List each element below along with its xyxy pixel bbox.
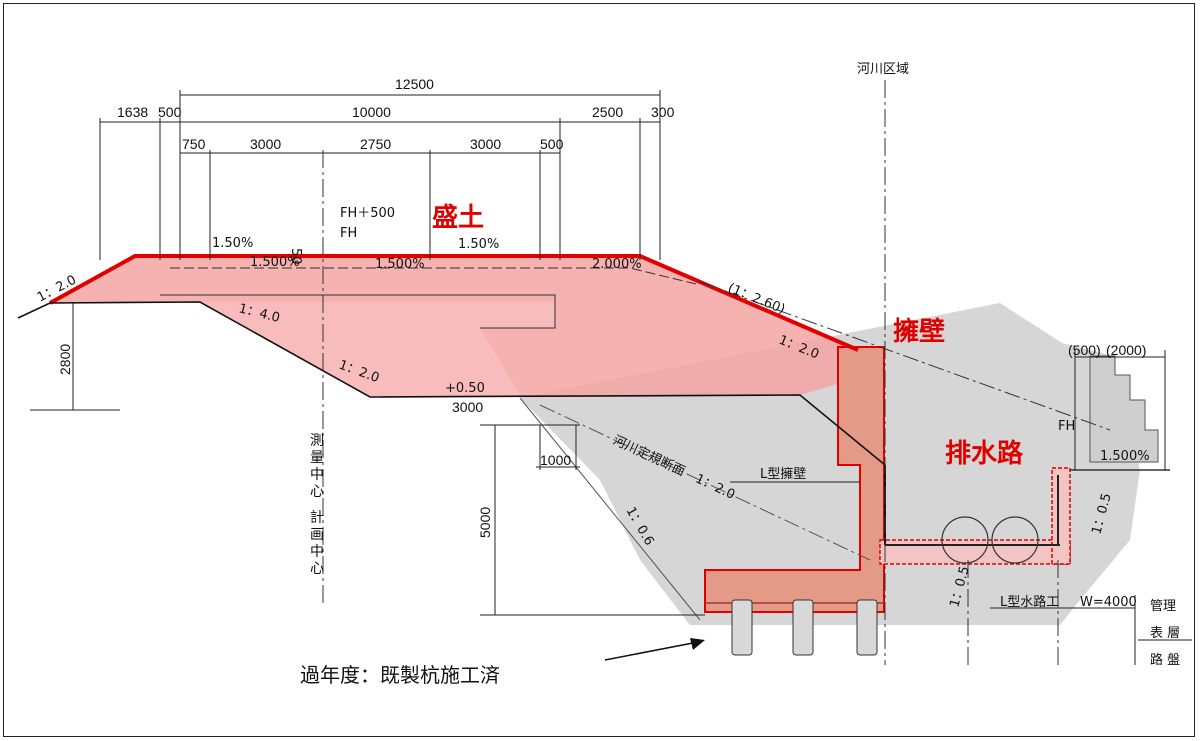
label-river-zone: 河川区域 [857, 62, 909, 77]
dim-500c: (500) [1068, 342, 1101, 358]
dim-2000: (2000) [1106, 342, 1146, 358]
dim-10000: 10000 [352, 104, 391, 120]
dim-5000: 5000 [477, 507, 493, 538]
label-drainage: 排水路 [945, 438, 1024, 469]
label-fh500: FH＋500 [340, 206, 395, 221]
label-slope-150d: 1.50% [458, 237, 499, 252]
dim-500b: 500 [540, 136, 564, 152]
label-slope-2000: 2.000% [592, 257, 642, 272]
embankment-top-line [49, 254, 859, 352]
plan-center-c3: 中 [310, 544, 324, 560]
retaining-wall-shape [704, 346, 885, 613]
plan-center-c1: 計 [310, 510, 324, 526]
label-d50: 50 [288, 248, 303, 265]
dim-3000b: 3000 [470, 136, 501, 152]
survey-center-c1: 測 [310, 433, 324, 449]
dim-2800: 2800 [57, 344, 73, 375]
label-retaining-wall: 擁壁 [893, 316, 945, 347]
survey-center-c3: 中 [310, 467, 324, 483]
label-slope-150c: 1.500% [375, 257, 425, 272]
embankment-lower [200, 302, 555, 397]
label-fh: FH [340, 226, 357, 241]
dim-500a: 500 [158, 104, 182, 120]
plan-center-c4: 心 [310, 561, 324, 577]
stepped-block [1089, 355, 1159, 463]
plan-center-c2: 画 [310, 527, 324, 543]
dim-12500: 12500 [395, 76, 434, 92]
dim-w4000: W=4000 [1080, 595, 1137, 610]
dim-3000c: 3000 [452, 399, 483, 415]
piles [731, 599, 878, 656]
label-slope-150b: 1.500% [250, 255, 300, 270]
dim-3000a: 3000 [250, 136, 281, 152]
label-surface: 表 層 [1150, 626, 1180, 641]
dim-1000: 1000 [540, 452, 571, 468]
survey-center-c4: 心 [310, 484, 324, 500]
label-plan-center: 計 画 中 心 [310, 510, 324, 577]
label-slope-150e: 1.500% [1100, 449, 1150, 464]
label-fh-right: FH [1058, 419, 1075, 434]
label-slope-150a: 1.50% [212, 236, 253, 251]
label-prior-year: 過年度：既製杭施工済 [300, 663, 500, 687]
label-fill: 盛土 [432, 202, 484, 233]
dim-1638: 1638 [117, 104, 148, 120]
label-roadbed: 路 盤 [1150, 652, 1180, 668]
dim-2750: 2750 [360, 136, 391, 152]
dim-2500: 2500 [592, 104, 623, 120]
label-l-drain: L型水路工 [1000, 594, 1059, 610]
dim-300: 300 [651, 104, 675, 120]
label-plus050: +0.50 [445, 381, 485, 396]
label-management: 管理 [1150, 599, 1176, 614]
dim-750: 750 [182, 136, 206, 152]
label-l-wall: L型擁壁 [760, 467, 806, 482]
survey-center-c2: 量 [310, 450, 324, 466]
label-survey-center: 測 量 中 心 [310, 433, 324, 500]
